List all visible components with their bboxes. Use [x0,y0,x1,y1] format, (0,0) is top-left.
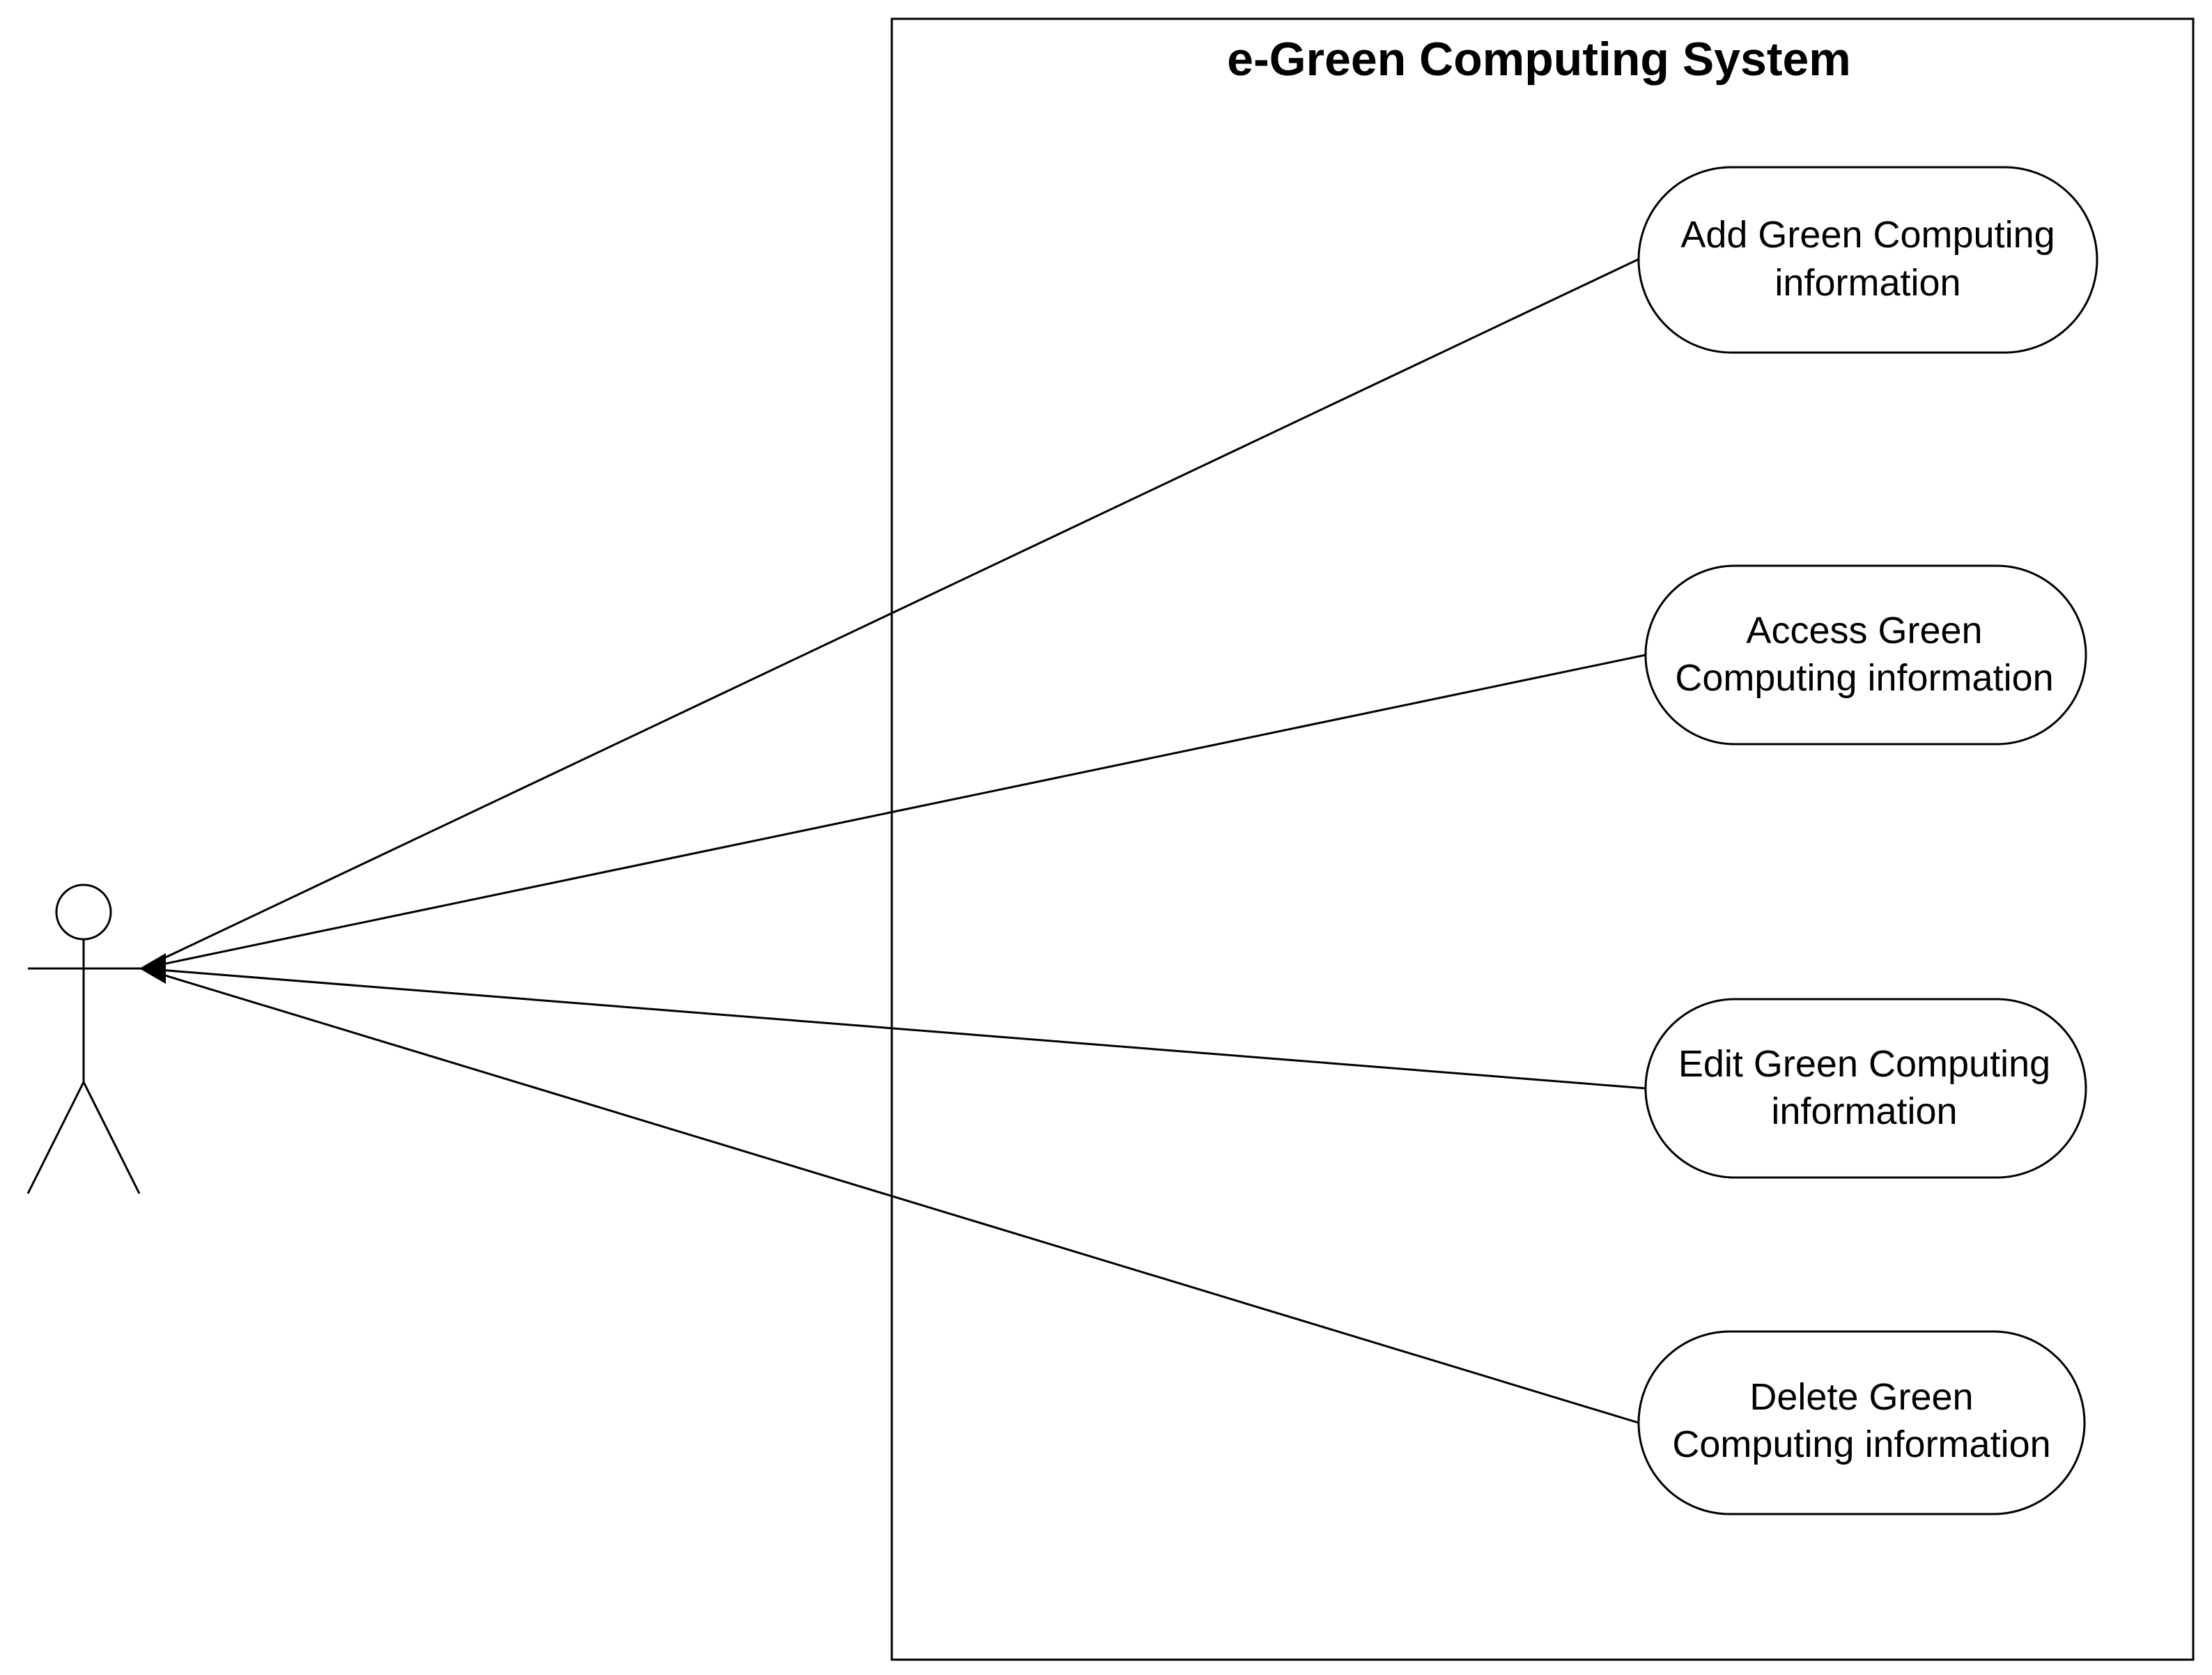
use-case-edit: Edit Green Computing information [1644,998,2087,1179]
association-line-add [141,258,1639,970]
use-case-delete-line1: Delete Green [1749,1376,1973,1418]
association-line-delete [141,967,1639,1424]
use-case-access: Access Green Computing information [1644,564,2087,746]
use-case-edit-line2: information [1771,1090,1957,1132]
actor-right-leg [82,1081,141,1194]
use-case-add-line1: Add Green Computing [1680,214,2055,256]
use-case-access-line2: Computing information [1675,657,2053,699]
use-case-access-line1: Access Green [1746,610,1982,651]
use-case-edit-shape [1644,998,2087,1179]
actor-head [55,883,112,941]
use-case-add-shape [1637,166,2098,354]
use-case-add: Add Green Computing information [1637,166,2098,354]
system-title: e-Green Computing System [1227,33,1851,86]
use-case-access-shape [1644,564,2087,746]
system-boundary [890,17,2195,1661]
association-arrowhead [139,953,166,984]
association-line-access [141,654,1646,970]
association-line-edit [141,967,1646,1090]
actor-left-leg [26,1081,85,1194]
use-case-delete: Delete Green Computing information [1637,1330,2086,1515]
actor [26,883,142,1194]
use-case-delete-line2: Computing information [1672,1423,2050,1465]
use-case-add-line2: information [1774,262,1960,304]
use-case-delete-shape [1637,1330,2086,1515]
use-case-edit-line1: Edit Green Computing [1678,1043,2050,1085]
